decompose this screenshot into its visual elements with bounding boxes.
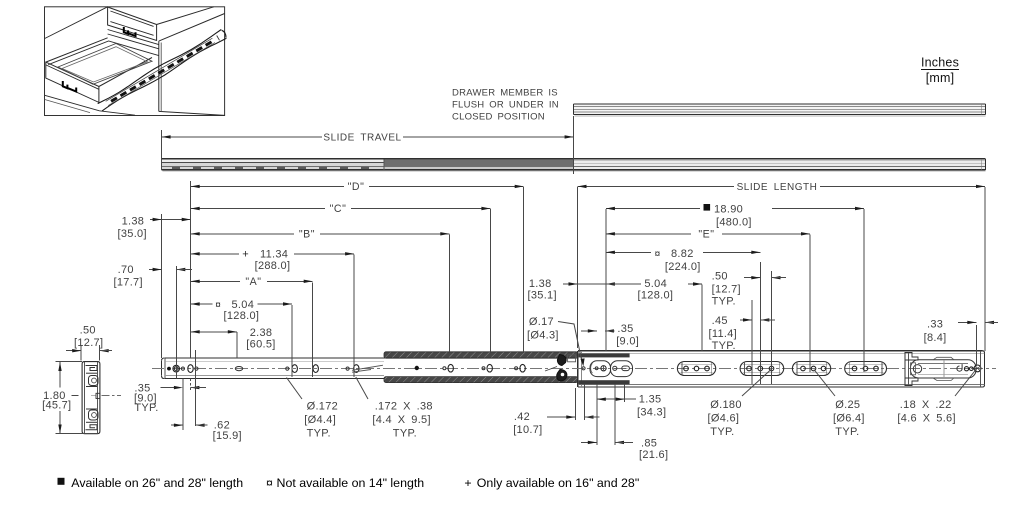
svg-text:"A": "A" bbox=[245, 276, 261, 288]
svg-text:Ø.25: Ø.25 bbox=[835, 399, 860, 411]
svg-text:.35: .35 bbox=[617, 323, 633, 335]
svg-text:TYP.: TYP. bbox=[307, 428, 331, 440]
svg-text:[21.6]: [21.6] bbox=[639, 449, 668, 461]
svg-text:"B": "B" bbox=[299, 229, 315, 241]
svg-text:TYP.: TYP. bbox=[712, 296, 736, 308]
svg-text:DRAWER MEMBER IS: DRAWER MEMBER IS bbox=[452, 88, 558, 99]
svg-text:"C": "C" bbox=[330, 203, 347, 215]
svg-text:[Ø6.4]: [Ø6.4] bbox=[833, 413, 865, 425]
svg-text:[11.4]: [11.4] bbox=[709, 328, 738, 340]
svg-text:TYP.: TYP. bbox=[835, 426, 859, 438]
svg-text:.50: .50 bbox=[712, 270, 728, 282]
svg-text:[12.7]: [12.7] bbox=[74, 337, 103, 349]
svg-text:8.82: 8.82 bbox=[671, 248, 694, 260]
svg-text:[Ø4.3]: [Ø4.3] bbox=[527, 329, 559, 341]
svg-text:[288.0]: [288.0] bbox=[255, 260, 291, 272]
svg-text:11.34: 11.34 bbox=[260, 248, 288, 260]
svg-text:TYP.: TYP. bbox=[712, 340, 736, 352]
svg-text:FLUSH OR UNDER IN: FLUSH OR UNDER IN bbox=[452, 100, 559, 111]
svg-text:1.80: 1.80 bbox=[43, 390, 66, 402]
svg-text:Inches: Inches bbox=[921, 56, 959, 70]
svg-text:[17.7]: [17.7] bbox=[114, 277, 143, 289]
svg-text:Not available on 14" length: Not available on 14" length bbox=[277, 476, 425, 490]
svg-text:+: + bbox=[464, 476, 471, 490]
svg-text:Ø.17: Ø.17 bbox=[529, 316, 554, 328]
svg-text:[9.0]: [9.0] bbox=[134, 392, 157, 404]
svg-text:"D": "D" bbox=[348, 181, 365, 193]
svg-text:SLIDE LENGTH: SLIDE LENGTH bbox=[737, 182, 818, 193]
svg-text:Ø.180: Ø.180 bbox=[710, 399, 741, 411]
svg-text:1.35: 1.35 bbox=[639, 394, 662, 406]
svg-text:.33: .33 bbox=[927, 318, 943, 330]
svg-text:2.38: 2.38 bbox=[250, 327, 273, 339]
svg-text:SLIDE TRAVEL: SLIDE TRAVEL bbox=[323, 133, 401, 144]
svg-text:CLOSED POSITION: CLOSED POSITION bbox=[452, 112, 545, 123]
svg-text:[45.7]: [45.7] bbox=[42, 400, 71, 412]
svg-text:5.04: 5.04 bbox=[644, 278, 667, 290]
svg-text:+: + bbox=[242, 248, 249, 260]
svg-text:"E": "E" bbox=[698, 229, 714, 241]
svg-text:.45: .45 bbox=[712, 315, 728, 327]
svg-text:1.38: 1.38 bbox=[529, 278, 552, 290]
svg-text:.35: .35 bbox=[134, 383, 150, 395]
svg-text:.50: .50 bbox=[80, 325, 96, 337]
svg-text:[Ø4.4]: [Ø4.4] bbox=[304, 414, 336, 426]
svg-text:[60.5]: [60.5] bbox=[246, 338, 275, 350]
svg-text:.70: .70 bbox=[118, 264, 134, 276]
svg-text:.62: .62 bbox=[214, 419, 230, 431]
svg-text:¤: ¤ bbox=[266, 476, 273, 490]
svg-text:.172 X .38: .172 X .38 bbox=[375, 401, 433, 413]
svg-text:[Ø4.6]: [Ø4.6] bbox=[708, 413, 740, 425]
svg-text:[35.0]: [35.0] bbox=[118, 228, 147, 240]
svg-text:[35.1]: [35.1] bbox=[528, 290, 557, 302]
svg-text:[8.4]: [8.4] bbox=[924, 332, 947, 344]
svg-text:TYP.: TYP. bbox=[134, 402, 158, 414]
svg-text:[4.4 X 9.5]: [4.4 X 9.5] bbox=[372, 414, 430, 426]
svg-text:1.38: 1.38 bbox=[122, 215, 145, 227]
svg-text:.18 X .22: .18 X .22 bbox=[900, 399, 952, 411]
svg-text:[9.0]: [9.0] bbox=[616, 335, 639, 347]
svg-text:Ø.172: Ø.172 bbox=[307, 401, 338, 413]
svg-text:[4.6 X 5.6]: [4.6 X 5.6] bbox=[897, 413, 955, 425]
svg-text:[128.0]: [128.0] bbox=[638, 290, 674, 302]
svg-text:[10.7]: [10.7] bbox=[513, 424, 542, 436]
svg-text:¤: ¤ bbox=[655, 249, 661, 260]
svg-text:TYP.: TYP. bbox=[710, 426, 734, 438]
svg-text:Only available on 16" and 28": Only available on 16" and 28" bbox=[477, 476, 639, 490]
svg-text:[128.0]: [128.0] bbox=[224, 310, 260, 322]
svg-text:.85: .85 bbox=[641, 437, 657, 449]
svg-text:18.90: 18.90 bbox=[714, 203, 743, 215]
svg-text:TYP.: TYP. bbox=[393, 428, 417, 440]
svg-text:[15.9]: [15.9] bbox=[213, 430, 242, 442]
svg-text:[12.7]: [12.7] bbox=[712, 284, 741, 296]
svg-text:¤: ¤ bbox=[215, 300, 221, 311]
svg-text:[34.3]: [34.3] bbox=[637, 406, 666, 418]
svg-text:[mm]: [mm] bbox=[926, 71, 955, 85]
svg-text:[480.0]: [480.0] bbox=[716, 217, 752, 229]
svg-text:Available on 26" and 28" lengt: Available on 26" and 28" length bbox=[71, 476, 243, 490]
svg-text:5.04: 5.04 bbox=[232, 299, 255, 311]
svg-text:.42: .42 bbox=[514, 411, 530, 423]
svg-text:[224.0]: [224.0] bbox=[665, 261, 701, 273]
